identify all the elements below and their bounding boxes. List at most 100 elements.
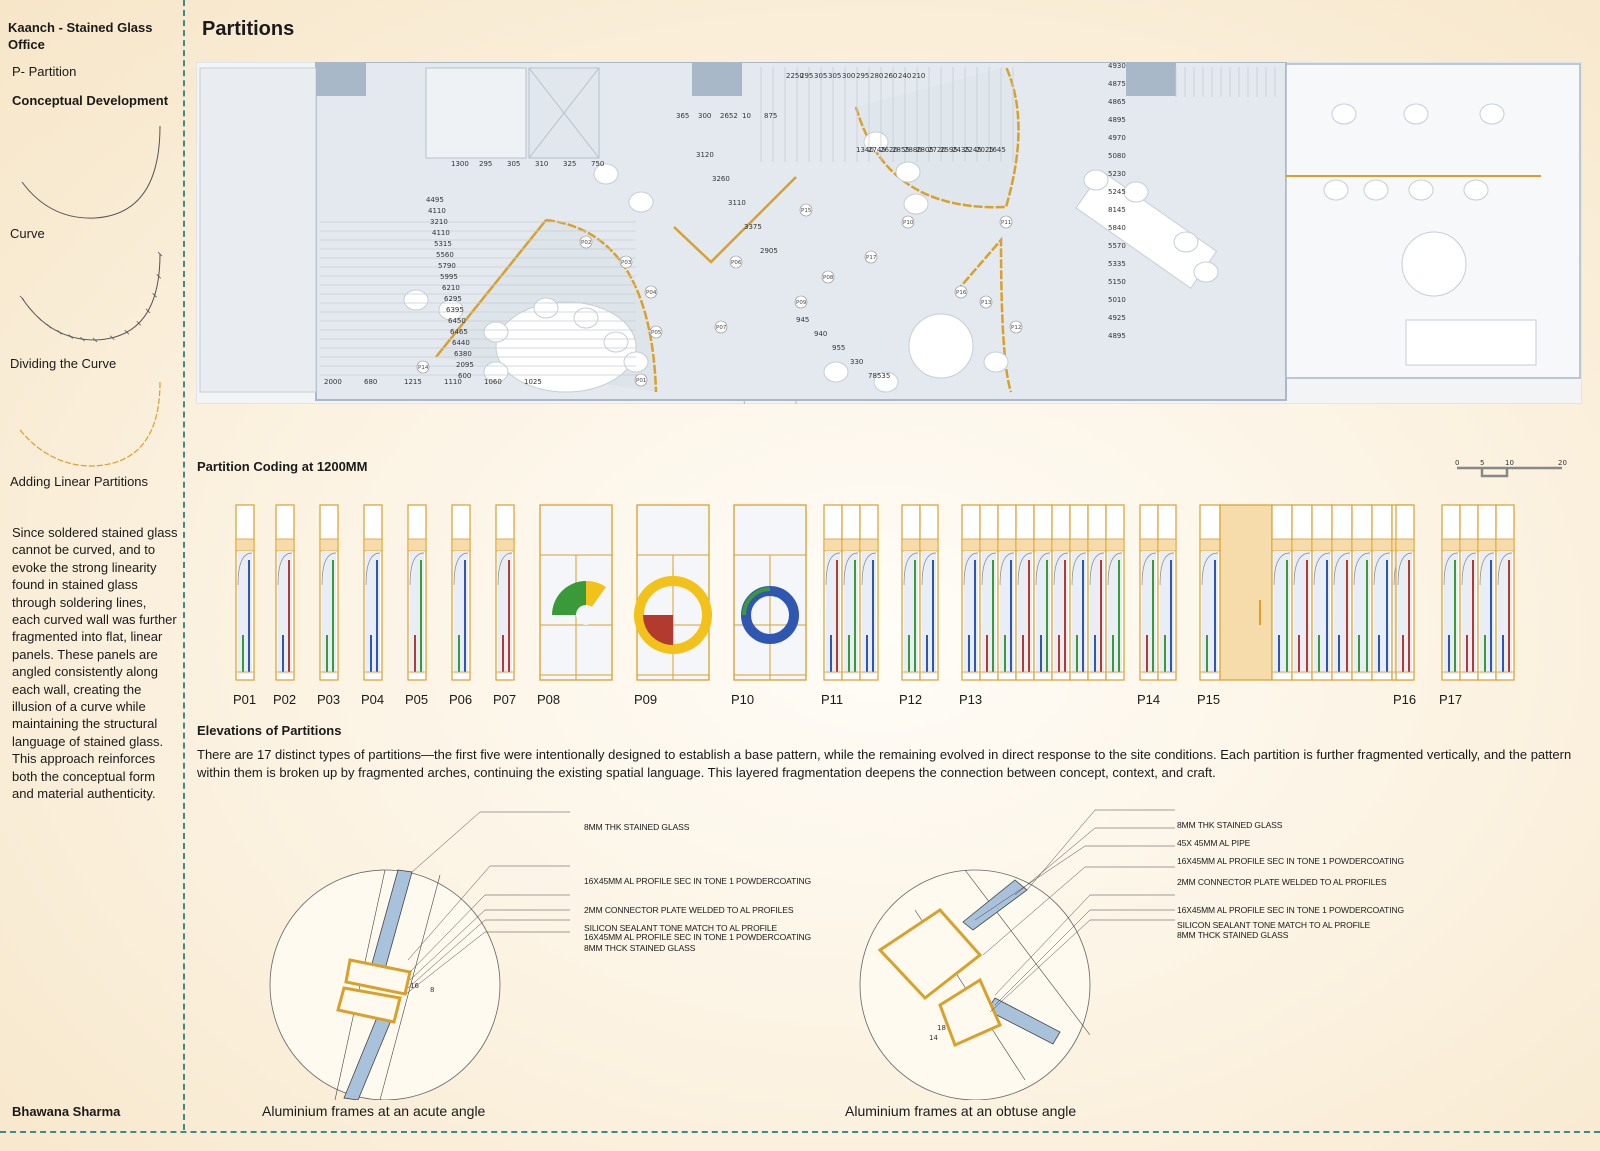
plan-dimension: 6450 (448, 317, 466, 325)
plan-dimension: 4895 (1108, 332, 1126, 340)
partition-label-p14: P14 (1137, 692, 1161, 707)
chair (483, 321, 509, 343)
plan-dimension: 750 (591, 160, 604, 168)
curve-division-tick (157, 251, 163, 257)
curve-division-tick (80, 336, 85, 342)
column (316, 62, 366, 96)
plan-dimension: 6295 (444, 295, 462, 303)
detail-note: SILICON SEALANT TONE MATCH TO AL PROFILE (1177, 920, 1371, 930)
plan-dimension: 875 (764, 112, 777, 120)
plan-dimension: 3260 (712, 175, 730, 183)
plan-dimension: 2652 (720, 112, 738, 120)
legend-key: P- Partition (12, 64, 77, 79)
sidebar (0, 0, 185, 1130)
partition-label-p08: P08 (537, 692, 561, 707)
chair (573, 307, 599, 329)
chair (1173, 231, 1199, 253)
partition-label-p01: P01 (233, 692, 257, 707)
partition-elevation-p17 (1441, 504, 1515, 681)
partition-tag: P11 (1001, 220, 1011, 226)
plan-dimension: 305 (828, 72, 841, 80)
plan-dimension: 4895 (1108, 116, 1126, 124)
curve-division-tick (46, 324, 52, 329)
chair (903, 193, 929, 215)
partition-tag-bubble (649, 325, 663, 339)
plan-dimension: 8145 (1108, 206, 1126, 214)
partition-elevations (235, 504, 1515, 681)
plan-dimension: 6465 (450, 328, 468, 336)
curve-division-tick (124, 329, 130, 335)
partition-tag-bubble (1009, 320, 1023, 334)
plan-dimension: 5570 (1108, 242, 1126, 250)
detail-note: 8MM THK STAINED GLASS (1177, 820, 1283, 830)
curve-division-tick (145, 308, 151, 314)
coding-title: Partition Coding at 1200MM (197, 459, 368, 474)
scale-tick: 20 (1558, 459, 1567, 467)
plan-dimension: 2855 (892, 146, 910, 154)
plan-dimension: 5790 (438, 262, 456, 270)
plan-dimension: 10 (742, 112, 751, 120)
curve-division-tick (28, 306, 33, 312)
plan-dimension: 78535 (868, 372, 890, 380)
plan-dimension: 2745 (868, 146, 886, 154)
plan-dimension: 3110 (728, 199, 746, 207)
curve-division-tick (156, 274, 161, 279)
plan-dimension: 6395 (446, 306, 464, 314)
curve-division-tick (136, 320, 142, 326)
plan-dimension: 5080 (1108, 152, 1126, 160)
curve-division-tick (57, 330, 62, 335)
plan-dimension: 4970 (1108, 134, 1126, 142)
partition-tag: P08 (823, 275, 834, 281)
chair (533, 297, 559, 319)
plan-dimension: 2720 (928, 146, 946, 154)
plan-dimension: 1215 (404, 378, 422, 386)
partition-elevation-p12 (901, 504, 939, 681)
plan-dimension: 2620 (880, 146, 898, 154)
plan-dimension: 295 (856, 72, 869, 80)
partition-tag: P06 (731, 260, 742, 266)
partition-tag: P17 (866, 255, 877, 261)
partition-tag: P16 (956, 290, 967, 296)
plan-dimension: 310 (535, 160, 548, 168)
plan-dimension: 600 (458, 372, 471, 380)
partition-elevation-p09 (634, 504, 712, 681)
scale-tick: 10 (1505, 459, 1514, 467)
partition-elevation-p14 (1139, 504, 1177, 681)
partition-elevation-p06 (451, 504, 471, 681)
curve-sketch (21, 125, 161, 219)
partition-elevation-p07 (495, 504, 515, 681)
plan-dimension: 2095 (456, 361, 474, 369)
plan-dimension: 1300 (451, 160, 469, 168)
plan-dimension: 4925 (1108, 314, 1126, 322)
partition-elevation-p13 (961, 504, 1125, 681)
curve-division-tick (109, 335, 115, 341)
plan-dimension: 4865 (1108, 98, 1126, 106)
plan-dimension: 240 (898, 72, 911, 80)
plan-dimension: 325 (563, 160, 576, 168)
partition-tag-bubble (619, 255, 633, 269)
curve-division-tick (37, 316, 42, 321)
partition-tag: P10 (903, 220, 914, 226)
column (692, 62, 742, 96)
detail-note: 16X45MM AL PROFILE SEC IN TONE 1 POWDERC… (1177, 856, 1405, 866)
plan-dimension: 3210 (430, 218, 448, 226)
plan-dimension: 305 (814, 72, 827, 80)
plan-dimension: 2595 (940, 146, 958, 154)
partition-label-p02: P02 (273, 692, 297, 707)
detail-note: 16X45MM AL PROFILE SEC IN TONE 1 POWDERC… (1177, 905, 1405, 915)
plan-dimension: 330 (850, 358, 863, 366)
partition-label-p09: P09 (634, 692, 658, 707)
plan-dimension: 1060 (484, 378, 502, 386)
detail-note: 2MM CONNECTOR PLATE WELDED TO AL PROFILE… (584, 905, 794, 915)
plan-dimension: 945 (796, 316, 809, 324)
partition-elevation-p15 (1199, 504, 1413, 681)
partition-tag: P07 (716, 325, 727, 331)
partition-tag-bubble (979, 295, 993, 309)
detail-note: 8MM THCK STAINED GLASS (1177, 930, 1289, 940)
plan-dimension: 300 (842, 72, 855, 80)
plan-dimension: 295 (800, 72, 813, 80)
chair (1123, 181, 1149, 203)
plan-dimension: 1340 (856, 146, 874, 154)
plan-dimension: 280 (870, 72, 883, 80)
curve-division-tick (92, 337, 98, 343)
